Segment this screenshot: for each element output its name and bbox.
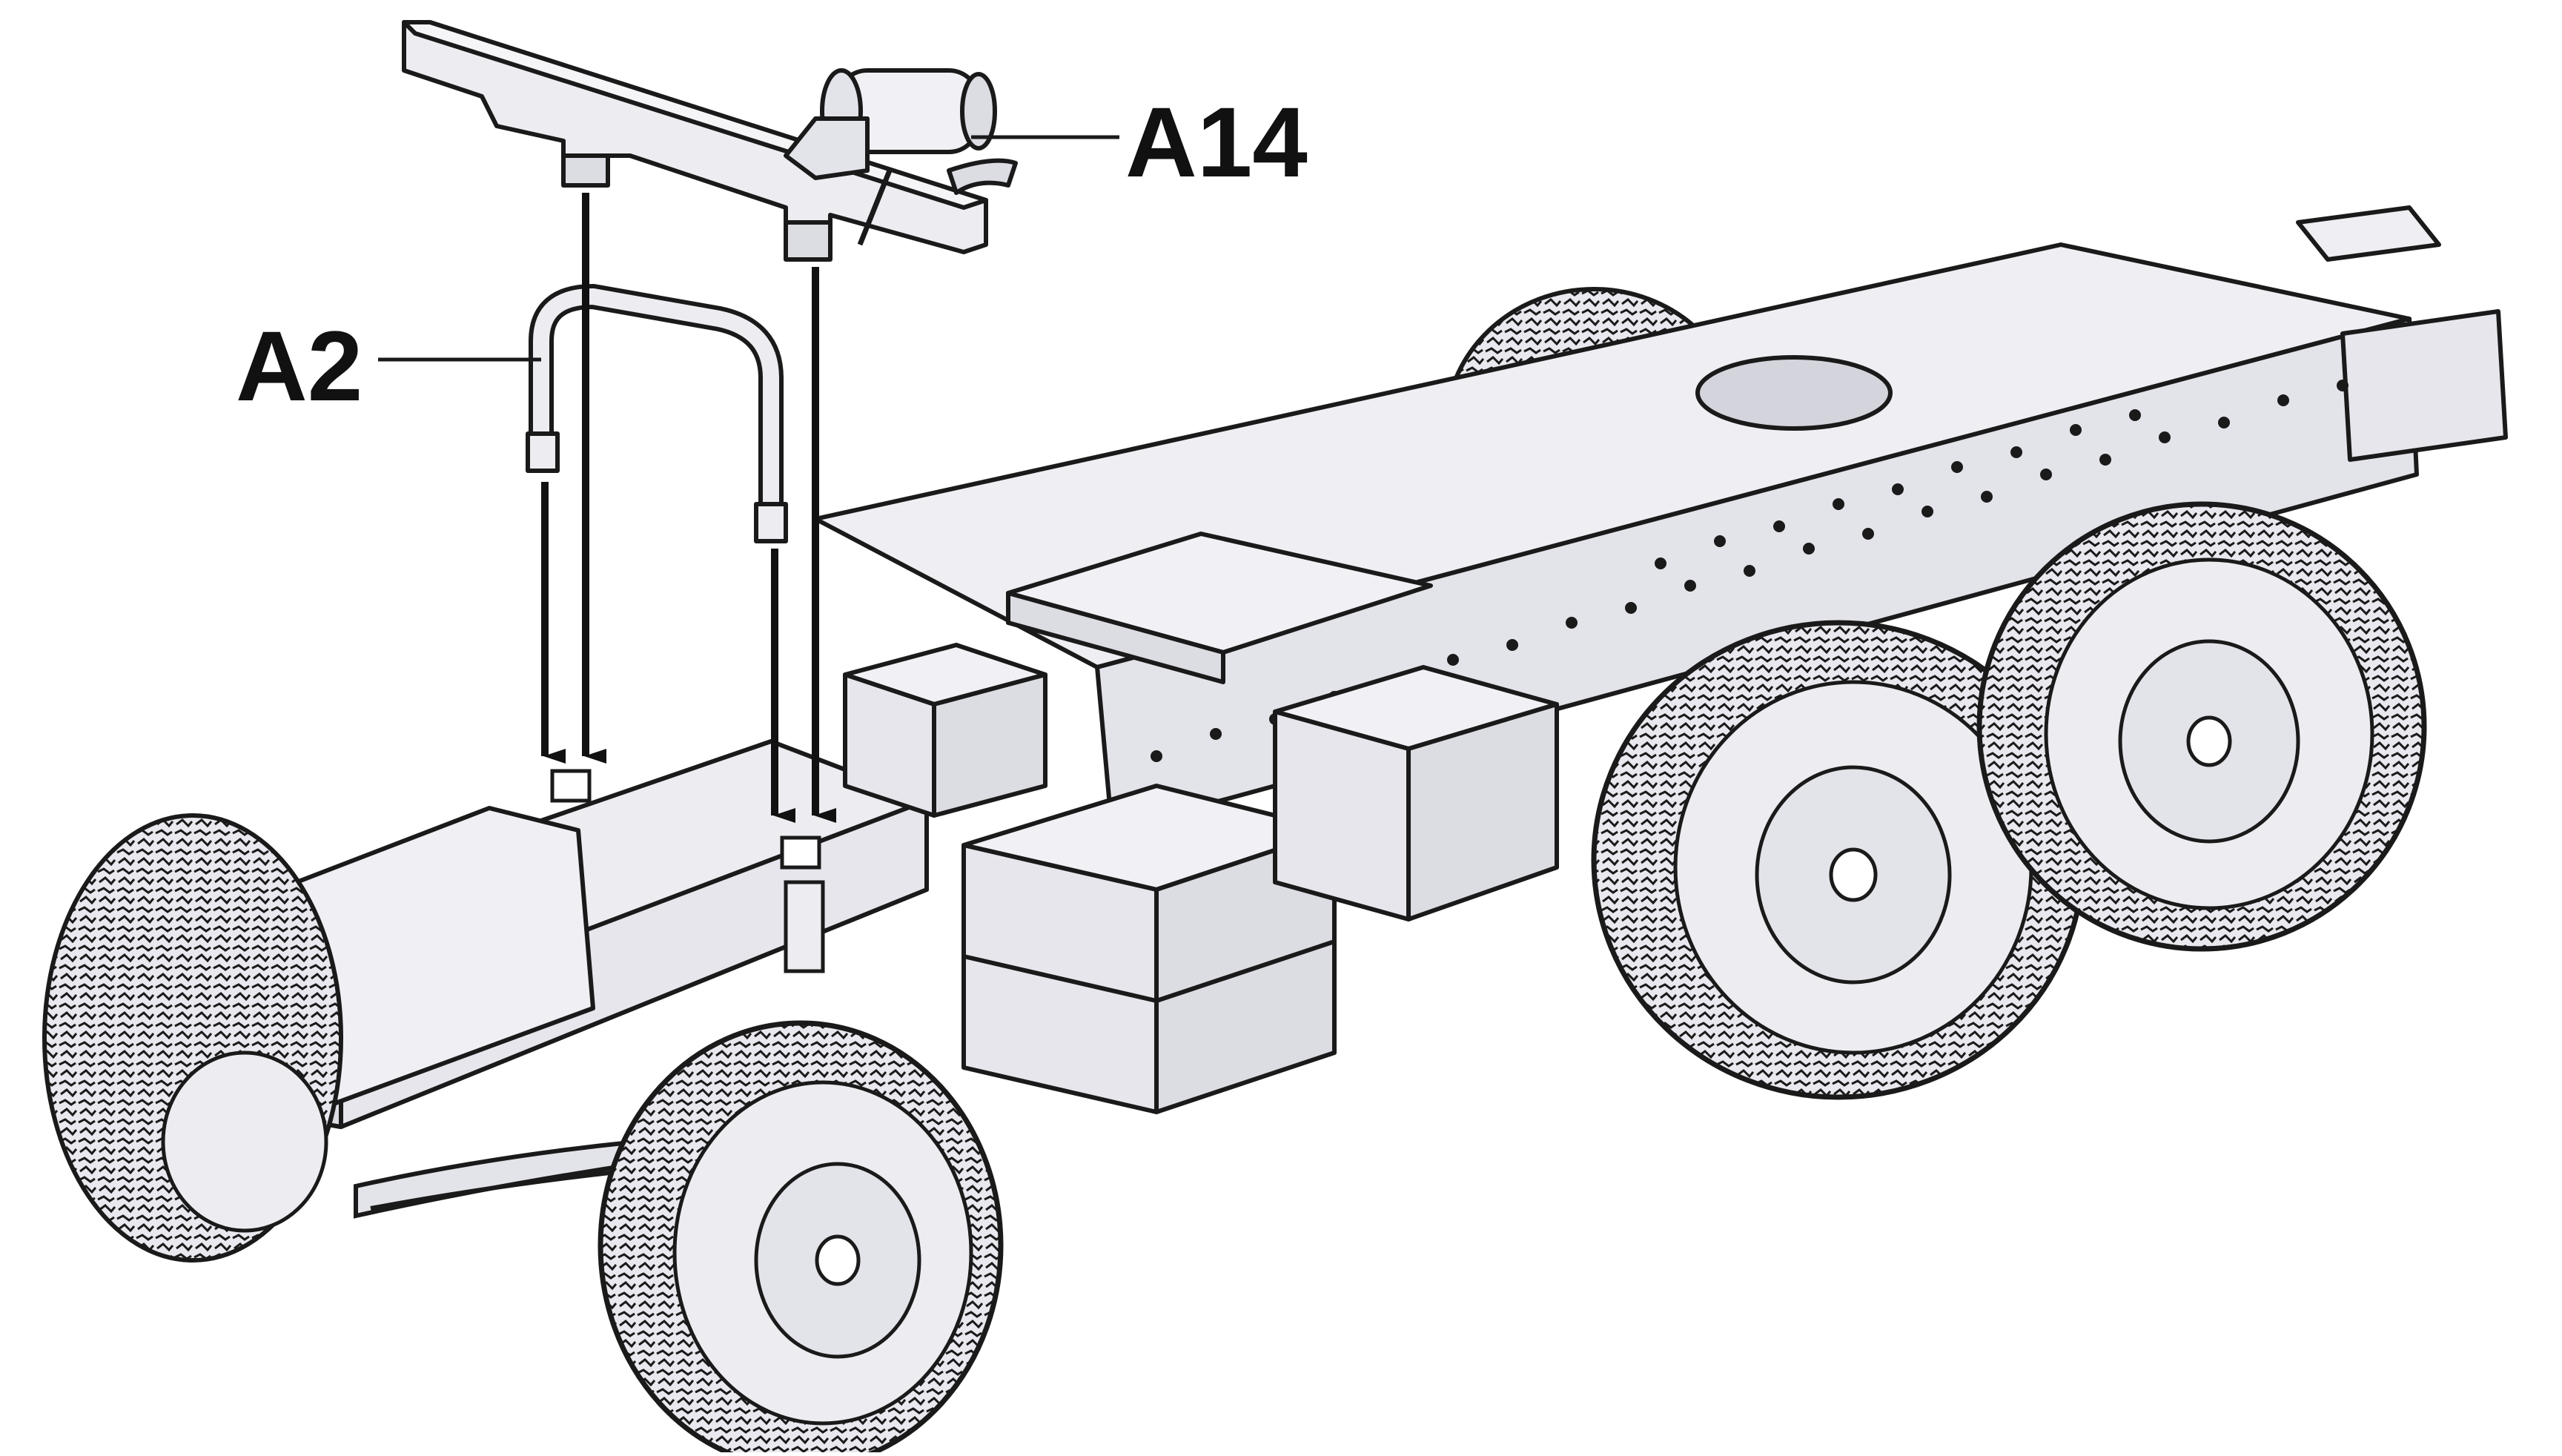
rivet-holes bbox=[1151, 380, 2348, 762]
front-far-wheel bbox=[42, 813, 343, 1263]
part-a14-cylinder bbox=[784, 68, 1018, 246]
mounting-points bbox=[550, 769, 825, 973]
leaf-spring bbox=[354, 1139, 640, 1219]
rear-near-wheel bbox=[1976, 501, 2427, 952]
cover-plate bbox=[1006, 532, 1433, 684]
tool-box bbox=[843, 643, 1047, 818]
fuel-tank bbox=[1273, 665, 1559, 921]
assembly-arrows bbox=[541, 193, 836, 823]
leader-lines bbox=[378, 135, 1119, 362]
front-near-wheel bbox=[598, 1020, 1004, 1456]
callout-a2: A2 bbox=[236, 311, 363, 422]
callout-a14: A14 bbox=[1125, 87, 1308, 198]
part-a2-tube bbox=[526, 284, 788, 543]
